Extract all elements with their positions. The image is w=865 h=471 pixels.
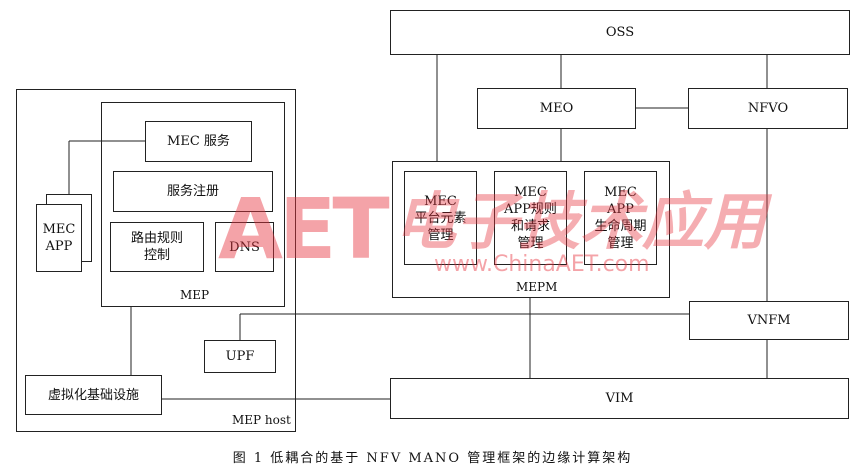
dns-label: DNS [229, 239, 260, 255]
meo-label: MEO [539, 100, 574, 116]
mec-app-line: MEC [42, 222, 76, 237]
mepm-container [392, 161, 670, 298]
vnfm-box: VNFM [689, 301, 849, 340]
vim-label: VIM [605, 390, 634, 406]
mepm-platform-element-mgmt: MEC 平台元素 管理 [404, 171, 477, 265]
nfvo-label: NFVO [747, 100, 789, 116]
virtual-infra-label: 虚拟化基础设施 [47, 387, 139, 403]
cell-line: MEC [604, 185, 637, 200]
mep-host-container [16, 89, 296, 432]
mec-service-box: MEC 服务 [145, 121, 252, 162]
oss-box: OSS [390, 10, 850, 55]
route-control-line: 控制 [143, 248, 170, 263]
mec-app-line: APP [45, 239, 73, 254]
vim-box: VIM [390, 378, 849, 419]
service-register-box: 服务注册 [113, 171, 273, 212]
cell-line: 平台元素 [414, 210, 467, 226]
virtual-infra-box: 虚拟化基础设施 [25, 375, 162, 415]
oss-label: OSS [605, 24, 635, 40]
cell-line: 和请求 [510, 219, 550, 234]
mepm-app-lifecycle-mgmt: MEC APP 生命周期 管理 [584, 171, 657, 265]
upf-label: UPF [225, 348, 255, 364]
cell-line: 管理 [517, 236, 544, 251]
cell-line: APP [607, 202, 634, 217]
vnfm-label: VNFM [747, 312, 791, 328]
mep-container [101, 102, 285, 307]
cell-line: 管理 [427, 227, 454, 243]
mec-service-label: MEC 服务 [167, 134, 230, 149]
upf-box: UPF [204, 340, 276, 373]
mepm-app-rules-mgmt: MEC APP规则 和请求 管理 [494, 171, 567, 265]
cell-line: MEC [514, 185, 547, 200]
figure-caption: 图 1 低耦合的基于 NFV MANO 管理框架的边缘计算架构 [232, 451, 633, 466]
service-register-label: 服务注册 [166, 184, 219, 199]
dns-box: DNS [215, 222, 274, 272]
mep-host-label: MEP host [232, 413, 291, 427]
meo-box: MEO [477, 88, 636, 129]
cell-line: 管理 [607, 236, 634, 251]
mepm-label: MEPM [516, 280, 558, 294]
nfvo-box: NFVO [688, 88, 848, 129]
cell-line: APP规则 [504, 202, 557, 217]
route-control-box: 路由规则 控制 [110, 222, 204, 272]
mep-label: MEP [180, 288, 210, 302]
route-control-line: 路由规则 [130, 231, 183, 246]
cell-line: MEC [424, 193, 457, 209]
cell-line: 生命周期 [594, 219, 647, 234]
mec-app-box: MEC APP [36, 204, 82, 272]
